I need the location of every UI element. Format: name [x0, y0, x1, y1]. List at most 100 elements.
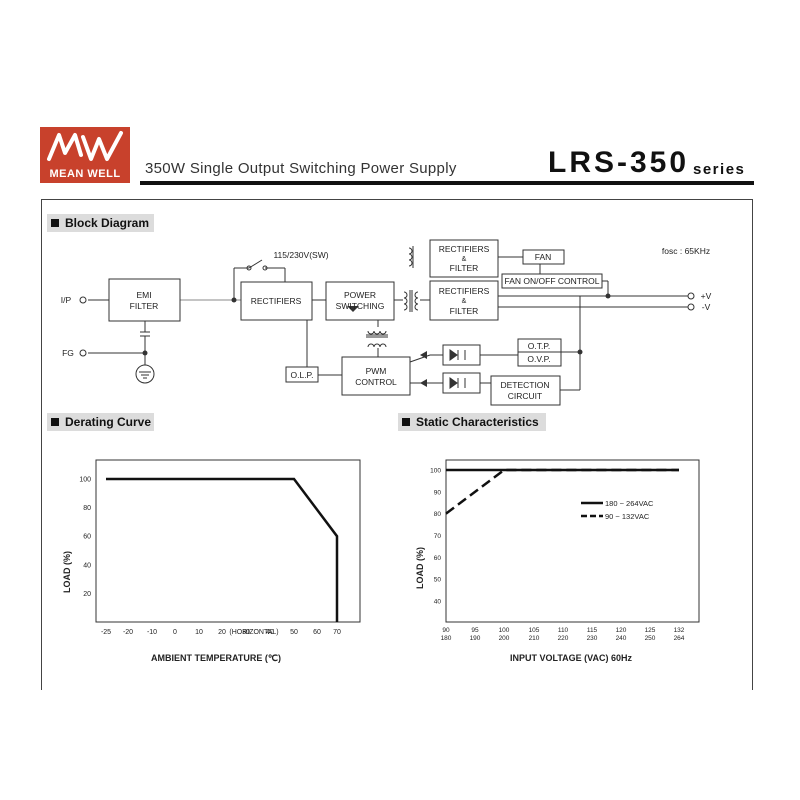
static-x-tick-label-115v: 100: [499, 627, 510, 634]
static-y-tick-label: 50: [434, 577, 442, 584]
static-x-tick-label-230v: 200: [499, 635, 510, 642]
derating-y-tick-label: 40: [83, 562, 91, 569]
static-x-tick-label-230v: 240: [616, 635, 627, 642]
minus-v-label: -V: [702, 302, 711, 312]
static-x-tick-label-115v: 132: [674, 627, 685, 634]
plus-v-label: +V: [701, 291, 712, 301]
pwm-control-line2: CONTROL: [355, 377, 397, 387]
switch-label: 115/230V(SW): [273, 250, 328, 260]
static-x-tick-label-230v: 250: [645, 635, 656, 642]
rectifiers-block: RECTIFIERS: [251, 296, 302, 306]
static-y-tick-label: 70: [434, 533, 442, 540]
legend-dashed-label: 90 ~ 132VAC: [605, 512, 650, 521]
static-plot-frame: [445, 459, 700, 623]
fosc-label: fosc : 65KHz: [662, 246, 710, 256]
derating-x-axis-label: AMBIENT TEMPERATURE (℃): [151, 653, 281, 663]
static-x-tick-label-230v: 264: [674, 635, 685, 642]
series-90-132vac-line: [445, 468, 679, 515]
derating-x-tick-label: 70: [333, 629, 341, 636]
derating-x-tick-label: 20: [218, 629, 226, 636]
derating-x-tick-label: 40: [266, 629, 274, 636]
derating-y-tick-label: 20: [83, 591, 91, 598]
ip-label: I/P: [61, 295, 72, 305]
static-x-tick-label-230v: 230: [587, 635, 598, 642]
olp-block: O.L.P.: [291, 370, 314, 380]
derating-y-tick-label: 80: [83, 505, 91, 512]
static-characteristics-title: Static Characteristics: [416, 415, 539, 429]
rect-filter-main-line1: RECTIFIERS: [439, 286, 490, 296]
derating-y-tick-label: 60: [83, 534, 91, 541]
fg-label: FG: [62, 348, 74, 358]
detection-line2: CIRCUIT: [508, 391, 542, 401]
rect-filter-top-line3: FILTER: [450, 263, 479, 273]
bullet-square-icon: [51, 219, 59, 227]
rect-filter-main-line3: FILTER: [450, 306, 479, 316]
derating-x-tick-label: 50: [290, 629, 298, 636]
header-rule: [140, 181, 754, 185]
static-y-tick-label: 90: [434, 489, 442, 496]
static-x-tick-label-230v: 180: [441, 635, 452, 642]
page-header: MEAN WELL 350W Single Output Switching P…: [0, 0, 800, 200]
derating-x-tick-label: 60: [313, 629, 321, 636]
emi-filter-line2: FILTER: [130, 301, 159, 311]
pwm-control-line1: PWM: [366, 366, 387, 376]
static-x-axis-label: INPUT VOLTAGE (VAC) 60Hz: [510, 653, 633, 663]
static-x-tick-label-230v: 220: [558, 635, 569, 642]
block-diagram-heading: Block Diagram: [47, 214, 154, 232]
derating-curve-line: [106, 477, 339, 622]
static-x-tick-label-230v: 190: [470, 635, 481, 642]
derating-x-tick-label: 30: [242, 629, 250, 636]
derating-x-tick-label: 0: [173, 629, 177, 636]
static-x-tick-label-115v: 105: [529, 627, 540, 634]
derating-curve-title: Derating Curve: [65, 415, 152, 429]
static-y-tick-label: 100: [430, 468, 441, 475]
static-x-tick-label-230v: 210: [529, 635, 540, 642]
bullet-square-icon: [402, 418, 410, 426]
static-characteristics-heading: Static Characteristics: [398, 413, 546, 431]
derating-x-tick-label: -10: [147, 629, 157, 636]
derating-x-tick-label: 10: [195, 629, 203, 636]
fan-block: FAN: [535, 252, 552, 262]
ovp-block: O.V.P.: [527, 354, 550, 364]
otp-block: O.T.P.: [528, 341, 551, 351]
detection-line1: DETECTION: [500, 380, 549, 390]
static-x-tick-label-115v: 120: [616, 627, 627, 634]
rect-filter-top-line1: RECTIFIERS: [439, 244, 490, 254]
static-x-tick-label-115v: 115: [587, 627, 598, 634]
rect-filter-top-line2: &: [462, 256, 467, 263]
static-x-tick-label-115v: 110: [558, 627, 569, 634]
static-y-tick-label: 40: [434, 599, 442, 606]
block-diagram-title: Block Diagram: [65, 216, 150, 230]
derating-y-axis-label: LOAD (%): [62, 551, 72, 593]
product-subtitle: 350W Single Output Switching Power Suppl…: [145, 160, 457, 177]
derating-x-tick-label: -25: [101, 629, 111, 636]
static-y-tick-label: 80: [434, 511, 442, 518]
series-label: series: [693, 161, 746, 178]
derating-y-tick-label: 100: [79, 477, 91, 484]
static-y-axis-label: LOAD (%): [415, 547, 425, 589]
static-x-tick-label-115v: 90: [442, 627, 450, 634]
rect-filter-main-line2: &: [462, 298, 467, 305]
model-name: LRS-350: [548, 146, 690, 179]
derating-plot-frame: [95, 459, 361, 623]
derating-x-tick-label: -20: [123, 629, 133, 636]
power-switching-line1: POWER: [344, 290, 376, 300]
mean-well-logo: MEAN WELL: [40, 127, 130, 183]
derating-x-tick-suffix: (HORIZONTAL): [229, 629, 278, 636]
static-x-tick-label-115v: 125: [645, 627, 656, 634]
static-x-tick-label-115v: 95: [471, 627, 479, 634]
fan-control-block: FAN ON/OFF CONTROL: [505, 276, 600, 286]
content-frame: [41, 199, 753, 690]
emi-filter-line1: EMI: [136, 290, 151, 300]
static-legend: 180 ~ 264VAC 90 ~ 132VAC: [581, 499, 654, 521]
bullet-square-icon: [51, 418, 59, 426]
power-switching-line2: SWITCHING: [336, 301, 385, 311]
static-y-tick-label: 60: [434, 555, 442, 562]
derating-curve-heading: Derating Curve: [47, 413, 154, 431]
mw-logo-mark: [47, 131, 123, 161]
legend-solid-label: 180 ~ 264VAC: [605, 499, 654, 508]
logo-text: MEAN WELL: [49, 168, 121, 180]
